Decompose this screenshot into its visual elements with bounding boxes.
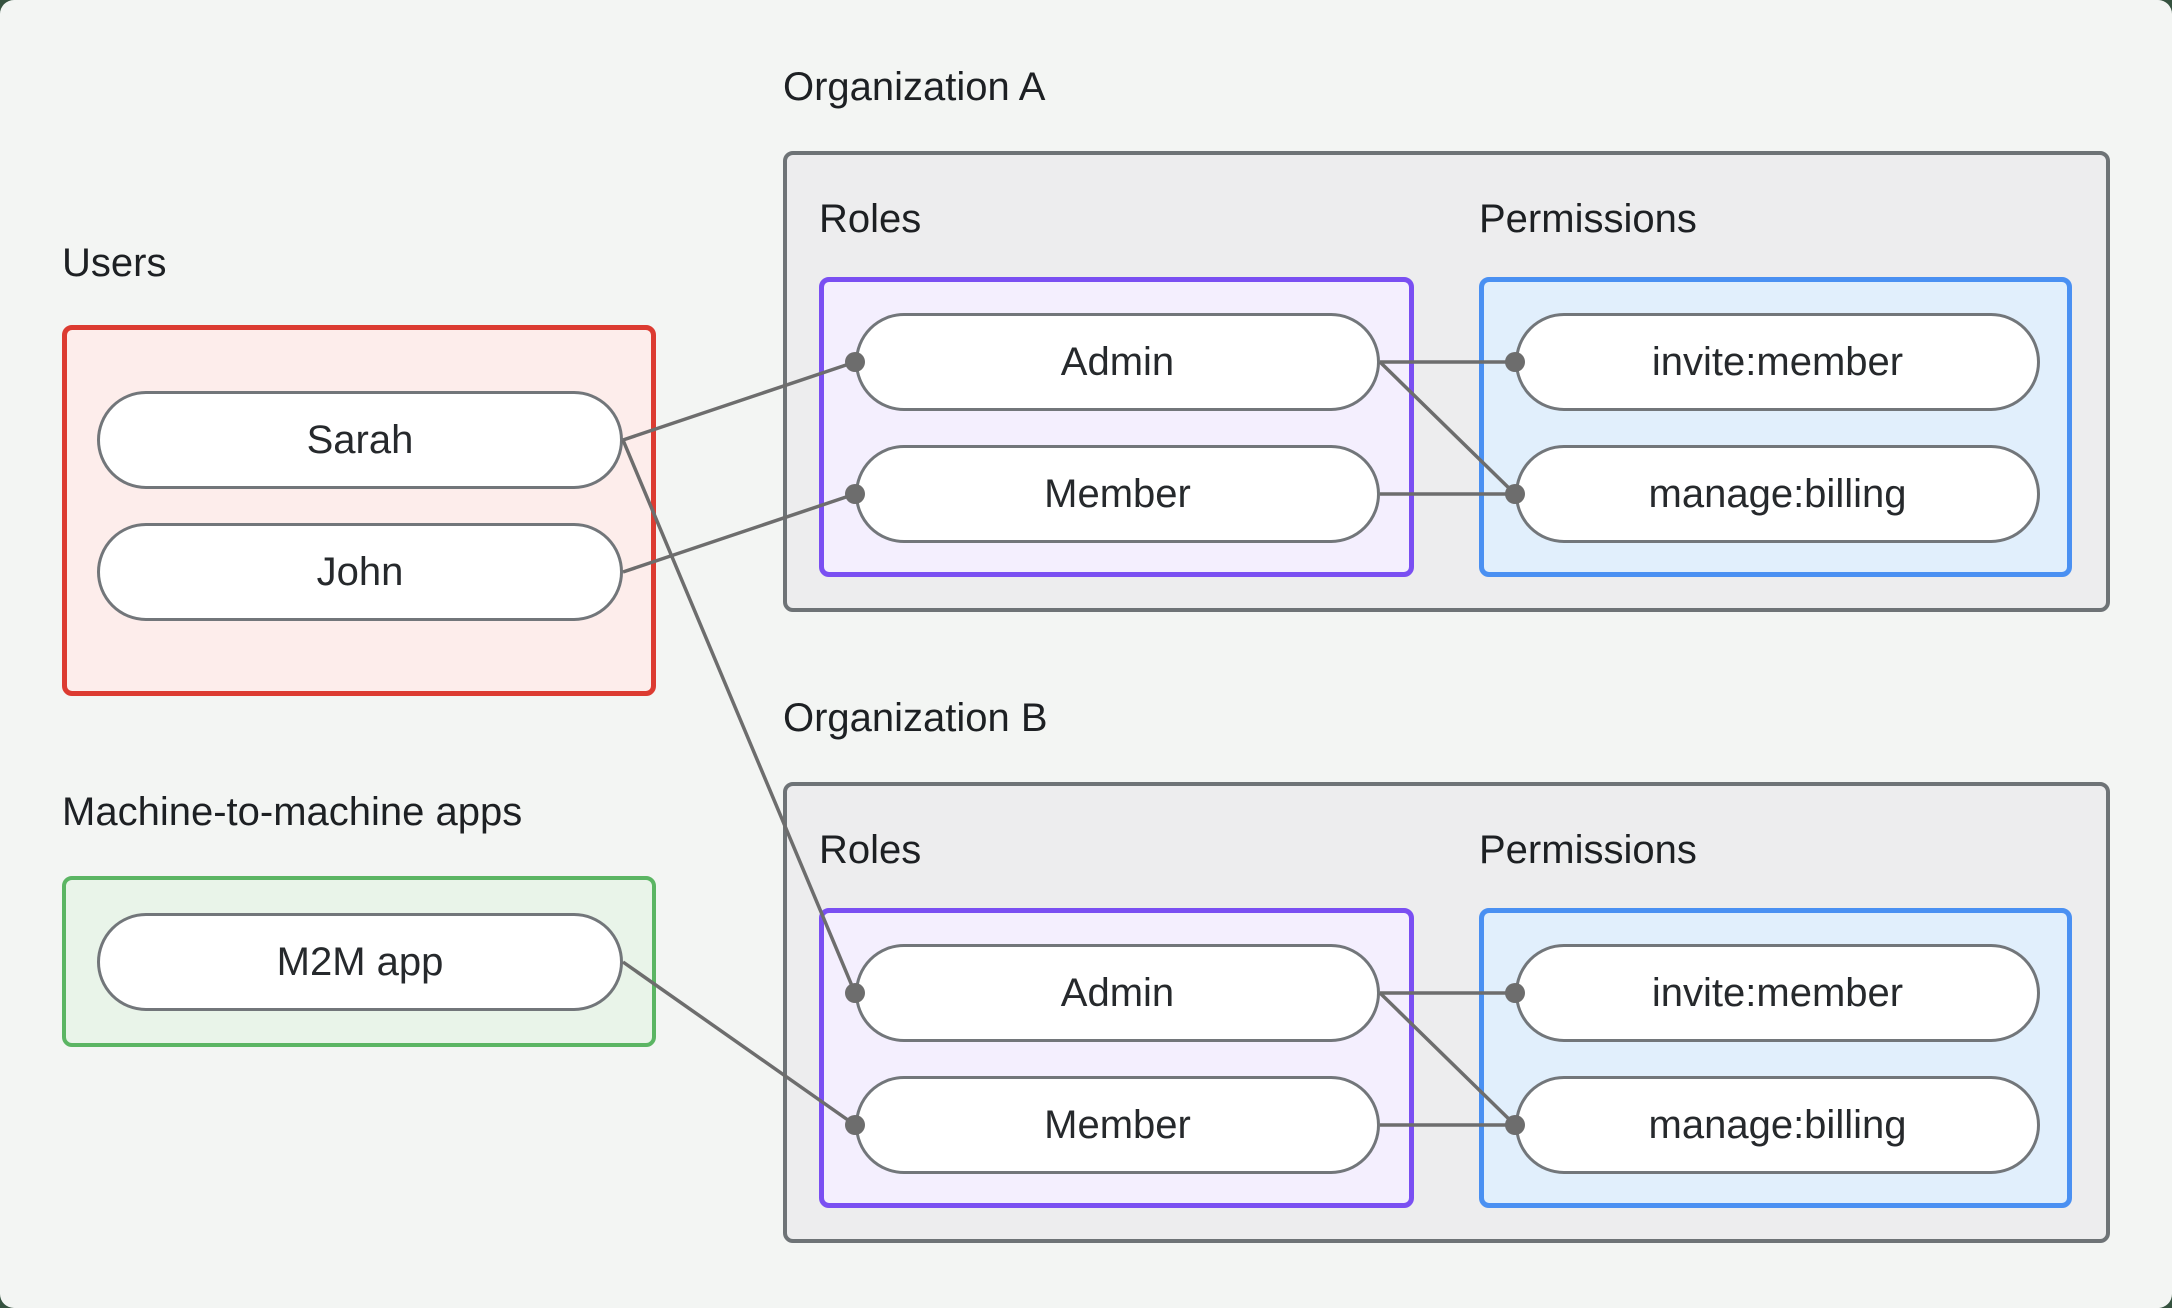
user-node-label: Sarah xyxy=(306,417,414,462)
user-node-sarah: Sarah xyxy=(97,391,623,489)
role-label: Admin xyxy=(1060,970,1175,1015)
permission-label: manage:billing xyxy=(1648,471,1907,516)
m2m-group-label: Machine-to-machine apps xyxy=(62,790,523,834)
user-node-john: John xyxy=(97,523,623,621)
role-label: Member xyxy=(1044,1102,1191,1147)
org-a-title: Organization A xyxy=(783,65,1046,109)
org-b-roles-label: Roles xyxy=(819,828,922,872)
org-a-role-admin: Admin xyxy=(855,313,1380,411)
org-b-permission-manage-billing: manage:billing xyxy=(1515,1076,2040,1174)
users-group-box xyxy=(62,325,656,696)
role-label: Member xyxy=(1044,471,1191,516)
org-a-role-member: Member xyxy=(855,445,1380,543)
org-a-permission-invite-member: invite:member xyxy=(1515,313,2040,411)
m2m-app-label: M2M app xyxy=(276,939,444,984)
user-node-label: John xyxy=(316,549,404,594)
permission-label: manage:billing xyxy=(1648,1102,1907,1147)
org-b-permissions-label: Permissions xyxy=(1479,828,1697,872)
org-a-permission-manage-billing: manage:billing xyxy=(1515,445,2040,543)
org-b-role-member: Member xyxy=(855,1076,1380,1174)
role-label: Admin xyxy=(1060,339,1175,384)
permission-label: invite:member xyxy=(1651,970,1904,1015)
users-group-label: Users xyxy=(62,241,167,285)
m2m-app-node: M2M app xyxy=(97,913,623,1011)
org-b-role-admin: Admin xyxy=(855,944,1380,1042)
org-b-permission-invite-member: invite:member xyxy=(1515,944,2040,1042)
org-a-roles-label: Roles xyxy=(819,197,922,241)
org-a-permissions-label: Permissions xyxy=(1479,197,1697,241)
permission-label: invite:member xyxy=(1651,339,1904,384)
org-b-title: Organization B xyxy=(783,696,1048,740)
